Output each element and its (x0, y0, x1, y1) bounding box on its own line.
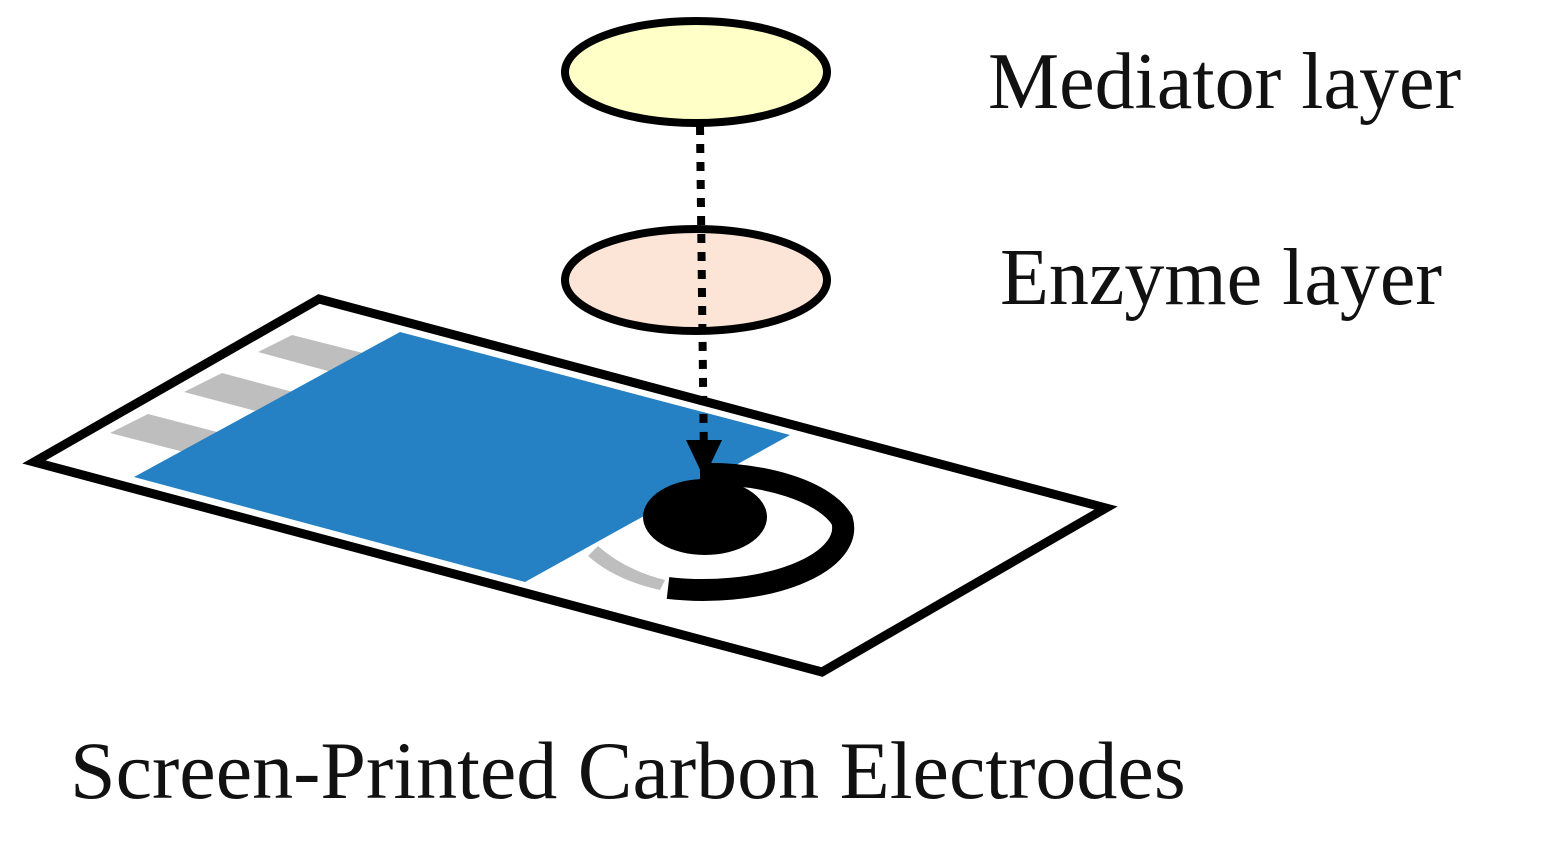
working-electrode (643, 479, 767, 555)
enzyme-layer-label: Enzyme layer (1000, 234, 1442, 322)
mediator-layer-disc (561, 17, 831, 127)
electrode-strip-outline (22, 294, 1118, 677)
mediator-layer-label: Mediator layer (988, 38, 1462, 126)
deposition-arrow (696, 125, 708, 463)
counter-electrode (666, 462, 855, 601)
electrode-label: Screen-Printed Carbon Electrodes (70, 725, 1186, 816)
deposition-arrowhead (686, 440, 722, 478)
reference-lead (588, 546, 665, 590)
enzyme-layer-disc (561, 225, 831, 335)
blue-layer (134, 332, 790, 582)
